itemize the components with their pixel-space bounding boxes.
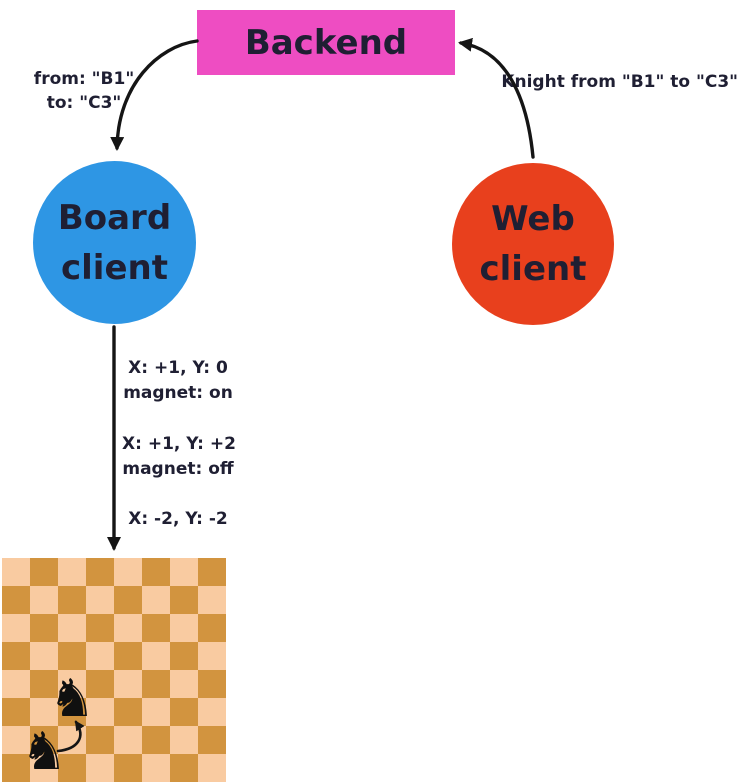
edge-label-step-3: X: -2, Y: -2 (122, 507, 234, 532)
edge-label-to: to: "C3" (46, 93, 122, 113)
edge-label-step-2: X: +1, Y: +2 magnet: off (122, 432, 236, 482)
board-client-label-line1: Board (57, 197, 172, 238)
step-1-line2: magnet: on (123, 383, 233, 403)
chess-piece-knight-c3: ♞ (48, 669, 96, 729)
step-2-line2: magnet: off (122, 459, 234, 479)
chessboard: ♞ ♞ (2, 558, 226, 782)
edge-label-web-to-backend: Knight from "B1" to "C3" (501, 70, 738, 94)
web-client-label-line2: client (479, 249, 587, 289)
backend-label: Backend (244, 22, 408, 63)
step-3-line1: X: -2, Y: -2 (128, 509, 228, 529)
step-2-line1: X: +1, Y: +2 (122, 434, 236, 454)
arrow-web-client-to-backend (458, 37, 535, 159)
node-board-client: Board client (33, 161, 196, 324)
edge-label-backend-to-board: from: "B1" to: "C3" (18, 67, 150, 115)
edge-label-from: from: "B1" (33, 69, 135, 89)
step-1-line1: X: +1, Y: 0 (128, 358, 228, 378)
board-client-label-line2: client (61, 247, 168, 288)
web-client-label-line1: Web (491, 199, 575, 239)
edge-label-knight-move: Knight from "B1" to "C3" (501, 72, 738, 92)
chess-piece-knight-b1: ♞ (20, 722, 68, 782)
edge-label-step-1: X: +1, Y: 0 magnet: on (122, 356, 234, 406)
node-backend: Backend (197, 10, 455, 75)
node-web-client: Web client (452, 163, 614, 325)
